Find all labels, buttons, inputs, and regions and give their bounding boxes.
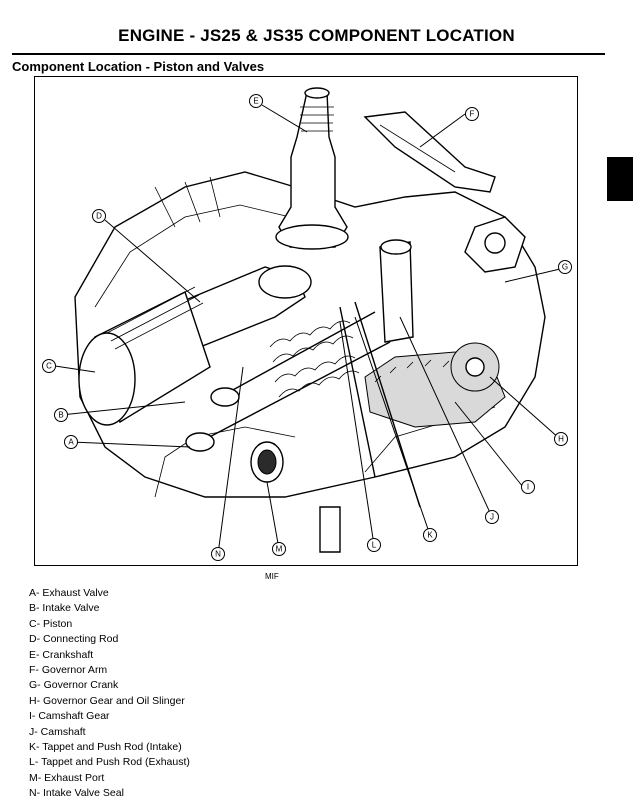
legend-item: M- Exhaust Port xyxy=(29,771,105,784)
svg-text:D: D xyxy=(96,212,102,221)
svg-text:F: F xyxy=(470,110,475,119)
legend-item: J- Camshaft xyxy=(29,725,86,738)
title-rule xyxy=(12,53,605,55)
callout-j: J xyxy=(485,510,499,524)
page-title: ENGINE - JS25 & JS35 COMPONENT LOCATION xyxy=(118,26,515,45)
callout-n: N xyxy=(211,547,225,561)
engine-illustration: A B C D E F G H I J K L M N xyxy=(42,87,572,561)
svg-text:M: M xyxy=(276,545,283,554)
callout-k: K xyxy=(423,528,437,542)
component-diagram: A B C D E F G H I J K L M N xyxy=(34,76,578,566)
component-legend: A- Exhaust Valve B- Intake Valve C- Pist… xyxy=(29,586,190,801)
svg-text:C: C xyxy=(46,362,52,371)
callout-l: L xyxy=(367,538,381,552)
legend-item: D- Connecting Rod xyxy=(29,633,119,646)
callout-i: I xyxy=(521,480,535,494)
callout-d: D xyxy=(92,209,106,223)
governor-arm-part xyxy=(363,111,496,193)
legend-item: E- Crankshaft xyxy=(29,648,94,661)
callout-labels: A B C D E F G H I J K L M N xyxy=(42,94,572,561)
figure-caption: MIF xyxy=(265,572,279,581)
legend-item: L- Tappet and Push Rod (Exhaust) xyxy=(29,756,190,769)
legend-item: N- Intake Valve Seal xyxy=(29,787,124,800)
section-heading: Component Location - Piston and Valves xyxy=(12,59,265,74)
callout-a: A xyxy=(64,435,78,449)
legend-item: A- Exhaust Valve xyxy=(29,587,109,599)
callout-h: H xyxy=(554,432,568,446)
camshaft-part xyxy=(379,241,414,343)
crankshaft-part xyxy=(278,91,348,248)
callout-e: E xyxy=(249,94,263,108)
legend-item: F- Governor Arm xyxy=(29,663,108,676)
svg-text:L: L xyxy=(372,541,377,550)
valve-springs xyxy=(269,320,351,348)
legend-item: G- Governor Crank xyxy=(29,679,119,692)
legend-item: B- Intake Valve xyxy=(29,602,100,615)
svg-text:I: I xyxy=(527,483,529,492)
svg-text:E: E xyxy=(253,97,258,106)
svg-text:H: H xyxy=(558,435,564,444)
svg-text:G: G xyxy=(562,263,568,272)
callout-leaders xyxy=(54,104,561,555)
callout-c: C xyxy=(42,359,56,373)
svg-text:B: B xyxy=(58,411,63,420)
callout-g: G xyxy=(558,260,572,274)
svg-text:N: N xyxy=(215,550,221,559)
callout-m: M xyxy=(272,542,286,556)
svg-text:J: J xyxy=(490,513,494,522)
svg-text:A: A xyxy=(68,438,74,447)
section-tab-marker xyxy=(607,157,633,201)
callout-b: B xyxy=(54,408,68,422)
legend-item: H- Governor Gear and Oil Slinger xyxy=(29,694,185,707)
exhaust-valve-part xyxy=(199,341,391,443)
legend-item: C- Piston xyxy=(29,617,73,630)
legend-item: I- Camshaft Gear xyxy=(29,710,110,723)
callout-f: F xyxy=(465,107,479,121)
intake-valve-part xyxy=(219,311,376,398)
svg-text:K: K xyxy=(427,531,433,540)
legend-item: K- Tappet and Push Rod (Intake) xyxy=(29,740,182,753)
